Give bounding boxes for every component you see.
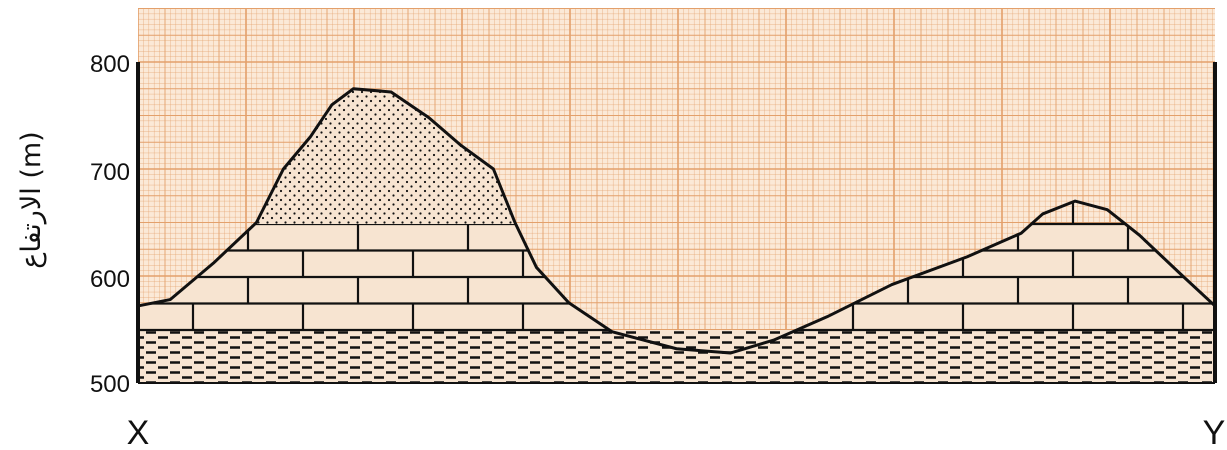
y-tick-700: 700 — [90, 159, 130, 186]
y-tick-500: 500 — [90, 371, 130, 398]
end-point-label: Y — [1203, 414, 1226, 450]
y-tick-800: 800 — [90, 51, 130, 78]
y-tick-600: 600 — [90, 266, 130, 293]
shale-layer — [138, 330, 1215, 383]
start-point-label: X — [127, 414, 150, 450]
y-axis-title: الارتفاع (m) — [16, 131, 47, 268]
